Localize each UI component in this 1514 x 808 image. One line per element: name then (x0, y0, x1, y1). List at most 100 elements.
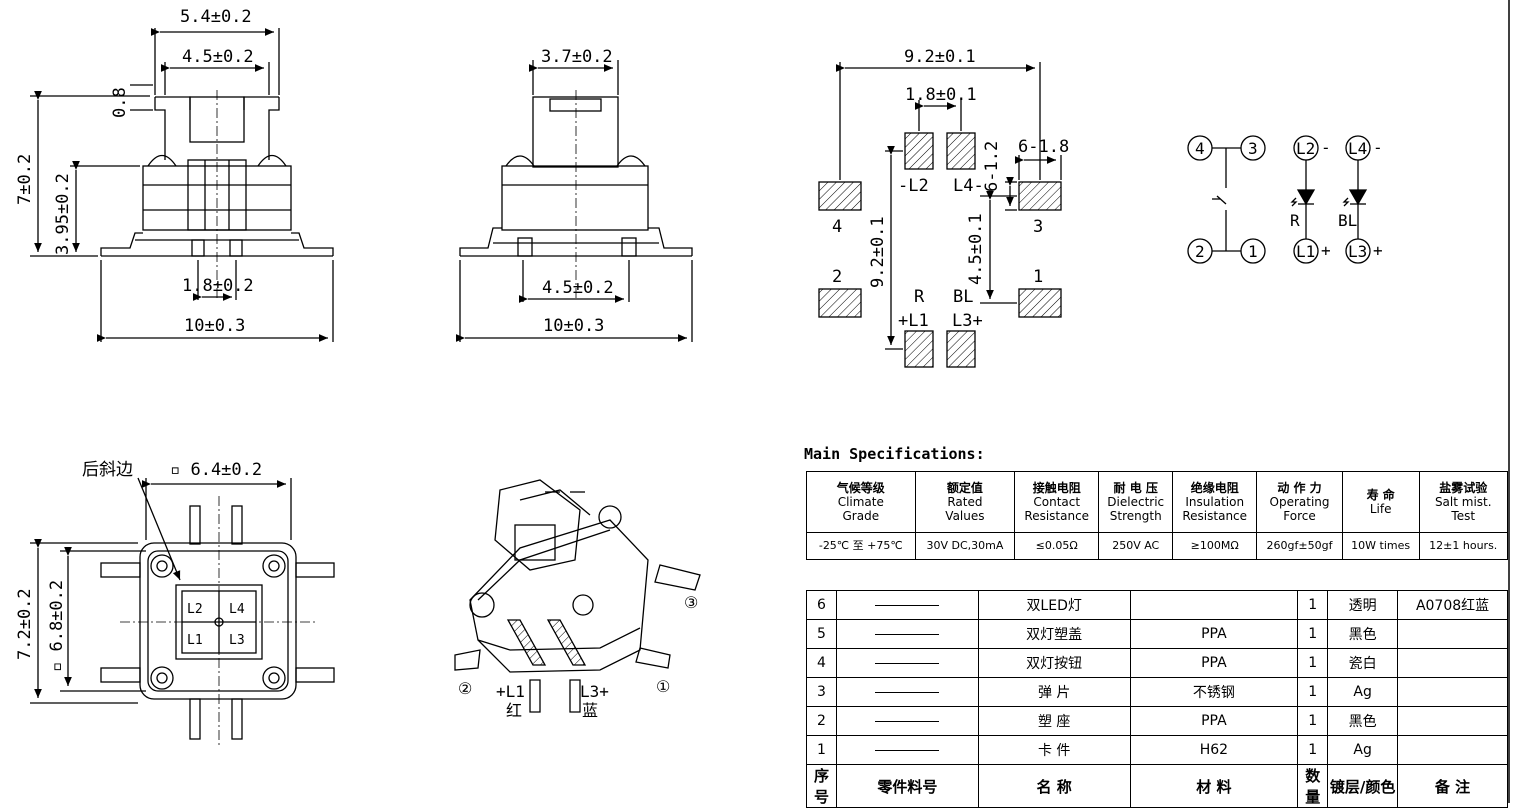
pin-label: L3+ (580, 682, 609, 701)
part-finish-cell: 黑色 (1327, 619, 1399, 649)
dim-label: 0.8 (110, 87, 130, 118)
part-note-cell (1397, 735, 1508, 765)
side-view-labels: 3.7±0.2 4.5±0.2 10±0.3 (541, 47, 614, 336)
spec-value: 260gf±50gf (1256, 532, 1343, 560)
pad-label: L4- (953, 176, 984, 196)
pad-label: -L2 (898, 176, 929, 196)
part-finish-cell: 黑色 (1327, 706, 1399, 736)
part-code-cell (835, 590, 979, 620)
schematic (1187, 135, 1371, 264)
part-name-cell: 双灯塑盖 (977, 619, 1131, 649)
column-header: 备 注 (1397, 764, 1508, 808)
dim-label: 10±0.3 (543, 316, 604, 336)
column-header: 镀层/颜色 (1327, 764, 1399, 808)
column-header: 序号 (806, 764, 837, 808)
node-label: L1 (1296, 242, 1315, 261)
part-material-cell (1129, 590, 1299, 620)
part-finish-cell: 瓷白 (1327, 648, 1399, 678)
footprint (818, 62, 1062, 368)
part-material-cell: H62 (1129, 735, 1299, 765)
node-label: 4 (1195, 139, 1205, 158)
dim-label: 6-1.2 (982, 141, 1002, 192)
top-view-labels: 后斜边 ▫ 6.4±0.2 7.2±0.2 ▫ 6.8±0.2 L2 L4 L1… (15, 460, 262, 672)
table-row: 6 双LED灯 1 透明 A0708红蓝 (806, 590, 1508, 620)
led-color-label: R (1290, 211, 1300, 230)
part-material-cell: PPA (1129, 706, 1299, 736)
part-note-cell: A0708红蓝 (1397, 590, 1508, 620)
top-view (30, 477, 335, 746)
column-header: 材 料 (1129, 764, 1299, 808)
dim-label: 4.5±0.2 (182, 47, 254, 67)
table-row: 4 双灯按钮 PPA 1 瓷白 (806, 648, 1508, 678)
part-no-cell: 3 (806, 677, 837, 707)
pad-label: BL (953, 287, 973, 307)
part-no-cell: 1 (806, 735, 837, 765)
isometric-labels: ② +L1 红 L3+ 蓝 ① ③ (458, 593, 698, 720)
part-name-cell: 弹 片 (977, 677, 1131, 707)
parts-table: 6 双LED灯 1 透明 A0708红蓝 5 双灯塑盖 PPA 1 黑色 4 双… (806, 590, 1508, 808)
spec-value: ≤0.05Ω (1014, 532, 1100, 560)
footprint-labels: 9.2±0.1 1.8±0.1 6-1.8 6-1.2 9.2±0.1 4.5±… (832, 47, 1069, 331)
pad-label: 4 (832, 217, 842, 237)
part-name-cell: 双灯按钮 (977, 648, 1131, 678)
part-name-cell: 卡 件 (977, 735, 1131, 765)
part-name-cell: 塑 座 (977, 706, 1131, 736)
isometric-view (454, 479, 701, 713)
node-label: 2 (1195, 242, 1205, 261)
part-note-cell (1397, 706, 1508, 736)
dim-label: 3.7±0.2 (541, 47, 613, 67)
node-label: L2 (1296, 139, 1315, 158)
part-material-cell: PPA (1129, 619, 1299, 649)
side-view (455, 60, 693, 342)
pad-label: R (914, 287, 925, 307)
dim-label: 9.2±0.1 (868, 216, 888, 288)
node-label: 3 (1248, 139, 1258, 158)
part-finish-cell: Ag (1327, 735, 1399, 765)
column-header: 零件料号 (835, 764, 979, 808)
polarity-label: - (1373, 138, 1383, 157)
spec-value: 250V AC (1098, 532, 1174, 560)
color-label: 红 (506, 701, 522, 720)
column-header: 名 称 (977, 764, 1131, 808)
table-row: 1 卡 件 H62 1 Ag (806, 735, 1508, 765)
pad-label: L3+ (952, 311, 983, 331)
part-code-cell (835, 706, 979, 736)
spec-value-row: -25℃ 至 +75℃ 30V DC,30mA ≤0.05Ω 250V AC ≥… (806, 532, 1508, 560)
led-color-label: BL (1338, 211, 1357, 230)
part-note-cell (1397, 677, 1508, 707)
part-code-cell (835, 735, 979, 765)
dim-label: 4.5±0.1 (966, 213, 986, 285)
table-row: 3 弹 片 不锈钢 1 Ag (806, 677, 1508, 707)
pin-label: +L1 (496, 682, 525, 701)
part-qty-cell: 1 (1297, 648, 1329, 678)
led-label: L4 (229, 602, 245, 617)
front-view (30, 28, 334, 342)
spec-value: ≥100MΩ (1172, 532, 1258, 560)
part-no-cell: 5 (806, 619, 837, 649)
note-label: 后斜边 (82, 460, 133, 480)
node-label: L4 (1348, 139, 1367, 158)
polarity-label: - (1321, 138, 1331, 157)
dim-label: 5.4±0.2 (180, 7, 252, 27)
polarity-label: + (1321, 241, 1331, 260)
spec-value: -25℃ 至 +75℃ (806, 532, 916, 560)
pin-label: ① (656, 677, 670, 696)
spec-title: Main Specifications: (804, 445, 985, 463)
polarity-label: + (1373, 241, 1383, 260)
dim-label: ▫ 6.4±0.2 (170, 460, 262, 480)
part-qty-cell: 1 (1297, 677, 1329, 707)
pad-label: +L1 (898, 311, 929, 331)
dim-label: 1.8±0.1 (905, 85, 977, 105)
part-qty-cell: 1 (1297, 590, 1329, 620)
node-label: 1 (1248, 242, 1258, 261)
spec-value: 30V DC,30mA (914, 532, 1016, 560)
pin-label: ② (458, 679, 472, 698)
pad-label: 1 (1033, 267, 1043, 287)
